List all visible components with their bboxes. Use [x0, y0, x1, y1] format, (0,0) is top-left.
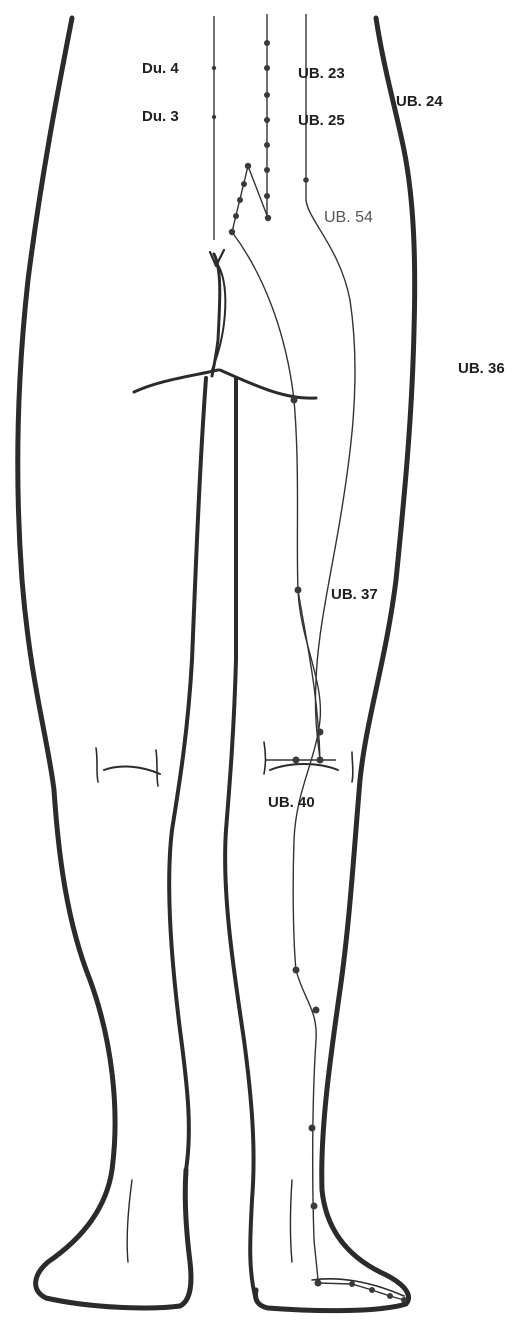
point-ub-inner-1 — [264, 40, 270, 46]
point-calf-1 — [293, 967, 300, 974]
point-ub-outer-1 — [303, 177, 309, 183]
point-ub-inner-5 — [264, 142, 270, 148]
label-du4: Du. 4 — [142, 60, 179, 77]
left-knee-crease — [104, 767, 160, 774]
label-ub36: UB. 36 — [458, 360, 505, 377]
point-ub-inner-2 — [264, 65, 270, 71]
label-ub37: UB. 37 — [331, 586, 378, 603]
point-heel — [315, 1280, 322, 1287]
ub-leg-channel-line — [232, 232, 320, 1283]
label-ub24: UB. 24 — [396, 93, 443, 110]
point-foot-2 — [369, 1287, 375, 1293]
label-ub54: UB. 54 — [324, 209, 373, 226]
label-du3: Du. 3 — [142, 108, 179, 125]
right-inner-contour — [225, 378, 256, 1300]
point-ub-inner-8 — [265, 215, 271, 221]
point-zigzag-2 — [241, 181, 247, 187]
point-foot-3 — [387, 1293, 393, 1299]
left-achilles — [127, 1180, 132, 1262]
point-du3 — [212, 115, 216, 119]
point-zigzag-4 — [233, 213, 239, 219]
point-labels: Du. 4 Du. 3 UB. 23 UB. 24 UB. 25 UB. 54 … — [142, 60, 505, 811]
point-calf-2 — [313, 1007, 320, 1014]
point-ub37 — [295, 587, 302, 594]
point-zigzag-1 — [245, 163, 251, 169]
label-ub23: UB. 23 — [298, 65, 345, 82]
right-knee-crease — [270, 764, 338, 770]
right-knee-side-a — [264, 742, 266, 774]
point-foot-1 — [349, 1281, 355, 1287]
label-ub25: UB. 25 — [298, 112, 345, 129]
left-knee-side-b — [156, 750, 158, 786]
point-ub40-b — [317, 757, 324, 764]
point-zigzag-5 — [229, 229, 235, 235]
point-ub-knee-upper — [317, 729, 324, 736]
point-ub36 — [291, 397, 298, 404]
point-du4 — [212, 66, 216, 70]
left-inner-contour — [169, 378, 206, 1170]
point-foot-4 — [401, 1297, 407, 1303]
meridian-lines — [214, 14, 404, 1300]
point-ub-inner-7 — [264, 193, 270, 199]
right-achilles — [291, 1180, 293, 1262]
point-calf-3 — [309, 1125, 316, 1132]
label-ub40: UB. 40 — [268, 794, 315, 811]
point-ub40-a — [293, 757, 300, 764]
point-zigzag-3 — [237, 197, 243, 203]
point-ub-inner-3 — [264, 92, 270, 98]
point-ub-inner-4 — [264, 117, 270, 123]
point-ub-inner-6 — [264, 167, 270, 173]
left-knee-side-a — [96, 748, 98, 782]
point-calf-4 — [311, 1203, 318, 1210]
right-knee-side-b — [352, 752, 353, 782]
left-outer-contour — [18, 18, 191, 1308]
